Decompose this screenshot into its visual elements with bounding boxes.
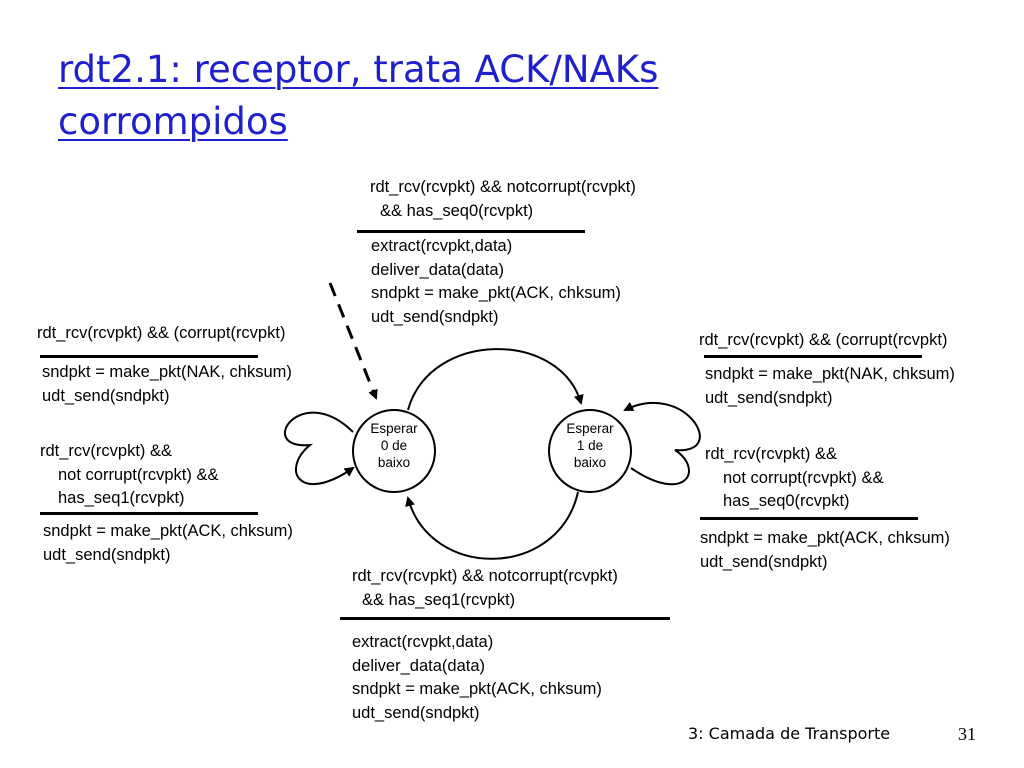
event-line: rdt_rcv(rcvpkt) && [705,445,838,463]
right-corrupt-event: rdt_rcv(rcvpkt) && (corrupt(rcvpkt) [699,329,947,353]
left-dup-event: rdt_rcv(rcvpkt) && not corrupt(rcvpkt) &… [40,440,218,511]
action-line: deliver_data(data) [371,260,504,279]
footer-page-number: 31 [958,724,976,744]
state-wait-0-circle [352,409,436,493]
right-dup-event: rdt_rcv(rcvpkt) && not corrupt(rcvpkt) &… [705,443,883,514]
state-wait-1: Esperar 1 de baixo [560,420,620,471]
action-line: udt_send(sndpkt) [352,703,480,722]
action-line: sndpkt = make_pkt(NAK, chksum) [705,365,955,383]
self-loop-right-arrow [623,401,701,486]
right-corrupt-actions: sndpkt = make_pkt(NAK, chksum) udt_send(… [705,363,955,410]
state-wait-0-line: baixo [377,455,411,470]
transition-bottom-arrow [405,491,579,560]
action-line: udt_send(sndpkt) [705,388,833,407]
right-dup-divider [700,517,918,520]
event-line: not corrupt(rcvpkt) && [723,468,884,487]
event-line: && has_seq0(rcvpkt) [380,201,534,220]
top-transition-actions: extract(rcvpkt,data) deliver_data(data) … [371,235,621,329]
left-dup-actions: sndpkt = make_pkt(ACK, chksum) udt_send(… [43,520,293,567]
slide-title-line2: corrompidos [58,100,288,143]
left-corrupt-divider [40,355,258,358]
left-corrupt-event: rdt_rcv(rcvpkt) && (corrupt(rcvpkt) [37,322,285,346]
event-line: rdt_rcv(rcvpkt) && (corrupt(rcvpkt) [37,324,286,342]
action-line: udt_send(sndpkt) [42,386,170,405]
top-transition-event: rdt_rcv(rcvpkt) && notcorrupt(rcvpkt) &&… [370,176,636,223]
state-wait-1-line: baixo [573,455,607,470]
action-line: udt_send(sndpkt) [371,307,499,326]
top-transition-divider [357,230,585,233]
event-line: rdt_rcv(rcvpkt) && (corrupt(rcvpkt) [699,331,948,349]
action-line: udt_send(sndpkt) [700,552,828,571]
event-line: rdt_rcv(rcvpkt) && notcorrupt(rcvpkt) [352,567,618,585]
event-line: rdt_rcv(rcvpkt) && [40,442,173,460]
right-corrupt-divider [704,355,922,358]
footer-course-name: 3: Camada de Transporte [688,724,891,743]
state-wait-1-line: 1 de [576,438,604,453]
state-wait-0: Esperar 0 de baixo [364,420,424,471]
self-loop-left-arrow [283,411,355,486]
initial-state-arrow [328,282,378,400]
slide-title: rdt2.1: receptor, trata ACK/NAKs corromp… [58,44,658,148]
action-line: sndpkt = make_pkt(ACK, chksum) [700,529,950,547]
state-wait-1-line: Esperar [566,421,614,436]
bottom-transition-actions: extract(rcvpkt,data) deliver_data(data) … [352,631,602,725]
left-corrupt-actions: sndpkt = make_pkt(NAK, chksum) udt_send(… [42,361,292,408]
state-wait-1-circle [548,409,632,493]
state-wait-0-line: 0 de [380,438,408,453]
action-line: deliver_data(data) [352,656,485,675]
state-wait-0-line: Esperar [370,421,418,436]
action-line: sndpkt = make_pkt(ACK, chksum) [43,522,293,540]
action-line: sndpkt = make_pkt(ACK, chksum) [352,680,602,698]
action-line: sndpkt = make_pkt(NAK, chksum) [42,363,292,381]
left-dup-divider [40,512,258,515]
event-line: has_seq1(rcvpkt) [58,489,185,507]
slide-title-line1: rdt2.1: receptor, trata ACK/NAKs [58,48,659,91]
action-line: sndpkt = make_pkt(ACK, chksum) [371,284,621,302]
event-line: not corrupt(rcvpkt) && [58,465,219,484]
transition-top-arrow [407,348,584,411]
bottom-transition-divider [340,617,670,620]
action-line: extract(rcvpkt,data) [352,633,494,651]
event-line: has_seq0(rcvpkt) [723,492,850,510]
right-dup-actions: sndpkt = make_pkt(ACK, chksum) udt_send(… [700,527,950,574]
event-line: rdt_rcv(rcvpkt) && notcorrupt(rcvpkt) [370,178,636,196]
action-line: extract(rcvpkt,data) [371,237,513,255]
action-line: udt_send(sndpkt) [43,545,171,564]
bottom-transition-event: rdt_rcv(rcvpkt) && notcorrupt(rcvpkt) &&… [352,565,618,612]
event-line: && has_seq1(rcvpkt) [362,590,516,609]
